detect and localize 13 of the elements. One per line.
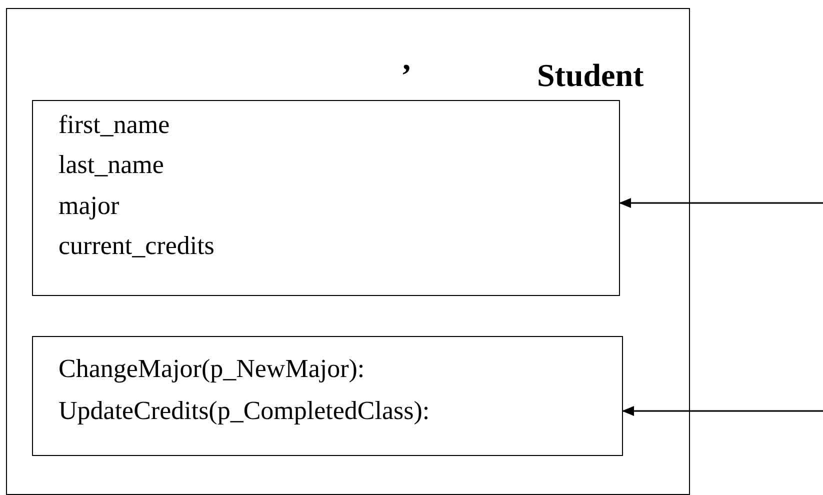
attribute-name: first_name bbox=[58, 110, 170, 138]
attribute-name: major bbox=[58, 192, 120, 220]
attributes-box bbox=[32, 100, 620, 296]
arrow bbox=[619, 198, 823, 208]
arrow bbox=[622, 406, 823, 416]
attribute-name: last_name bbox=[58, 151, 164, 179]
method-signature: ChangeMajor(p_NewMajor): bbox=[58, 354, 365, 382]
method-signature: UpdateCredits(p_CompletedClass): bbox=[58, 396, 430, 424]
attribute-name: current_credits bbox=[58, 232, 214, 260]
class-name: Student bbox=[537, 57, 644, 93]
class-box bbox=[6, 8, 690, 495]
apostrophe-mark: ’ bbox=[401, 57, 412, 93]
methods-box bbox=[32, 336, 622, 456]
